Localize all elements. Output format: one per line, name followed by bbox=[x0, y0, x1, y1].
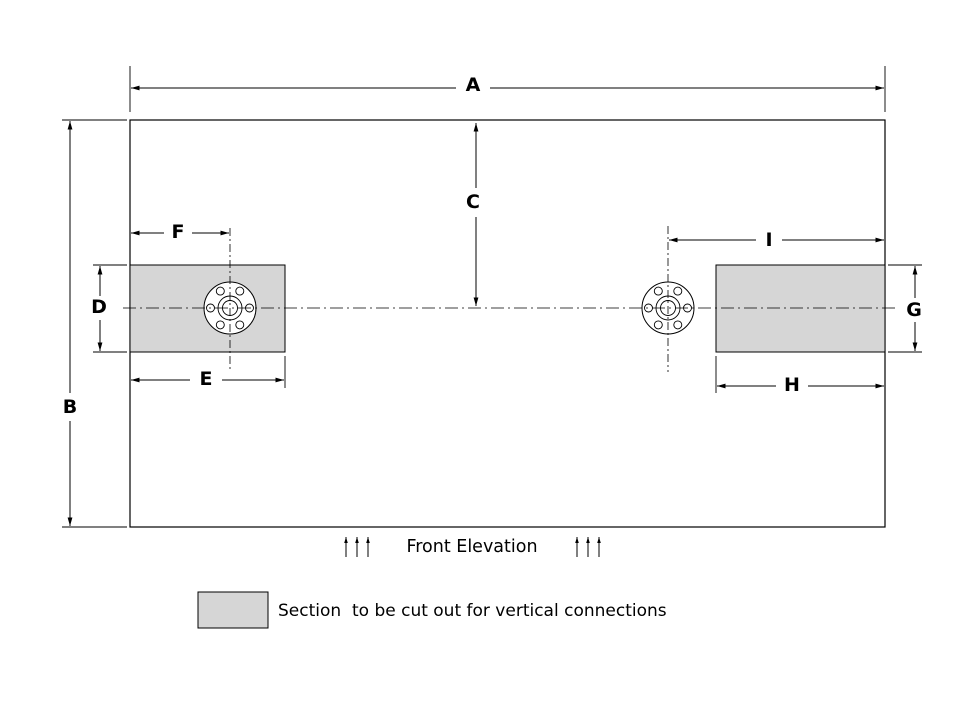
dim-I-label: I bbox=[765, 229, 772, 251]
caption-group: Front Elevation bbox=[344, 537, 601, 557]
dim-E: E bbox=[131, 356, 286, 390]
dim-D-label: D bbox=[91, 296, 107, 318]
dim-H: H bbox=[715, 356, 884, 396]
dim-C-label: C bbox=[466, 191, 480, 213]
dim-B-label: B bbox=[63, 396, 77, 418]
dim-F-label: F bbox=[172, 221, 185, 243]
bolt-hole bbox=[673, 286, 683, 296]
bolt-hole bbox=[215, 320, 225, 330]
caption-front-elevation: Front Elevation bbox=[406, 537, 537, 557]
dim-B: B bbox=[62, 119, 127, 528]
dim-A-label: A bbox=[466, 74, 481, 96]
bolt-hole bbox=[235, 320, 245, 330]
bolt-hole bbox=[653, 320, 663, 330]
bolt-hole bbox=[215, 286, 225, 296]
bolt-hole bbox=[673, 320, 683, 330]
legend: Section to be cut out for vertical conne… bbox=[197, 591, 667, 629]
bolt-hole bbox=[653, 286, 663, 296]
legend-swatch bbox=[197, 591, 269, 629]
dim-I: I bbox=[669, 229, 884, 251]
centerlines bbox=[123, 226, 897, 372]
left-cutout-section bbox=[129, 264, 286, 353]
dim-E-label: E bbox=[200, 368, 213, 390]
dim-G: G bbox=[888, 264, 922, 353]
dim-F: F bbox=[131, 221, 229, 243]
bolt-hole bbox=[644, 303, 653, 313]
dim-G-label: G bbox=[906, 299, 922, 321]
dim-C: C bbox=[466, 123, 480, 306]
bolt-hole bbox=[235, 286, 245, 296]
panel bbox=[129, 119, 886, 528]
dim-D: D bbox=[91, 264, 127, 353]
dim-H-label: H bbox=[784, 374, 800, 396]
legend-text: Section to be cut out for vertical conne… bbox=[278, 601, 667, 621]
dim-A: A bbox=[129, 66, 886, 112]
right-cutout-section bbox=[715, 264, 886, 353]
